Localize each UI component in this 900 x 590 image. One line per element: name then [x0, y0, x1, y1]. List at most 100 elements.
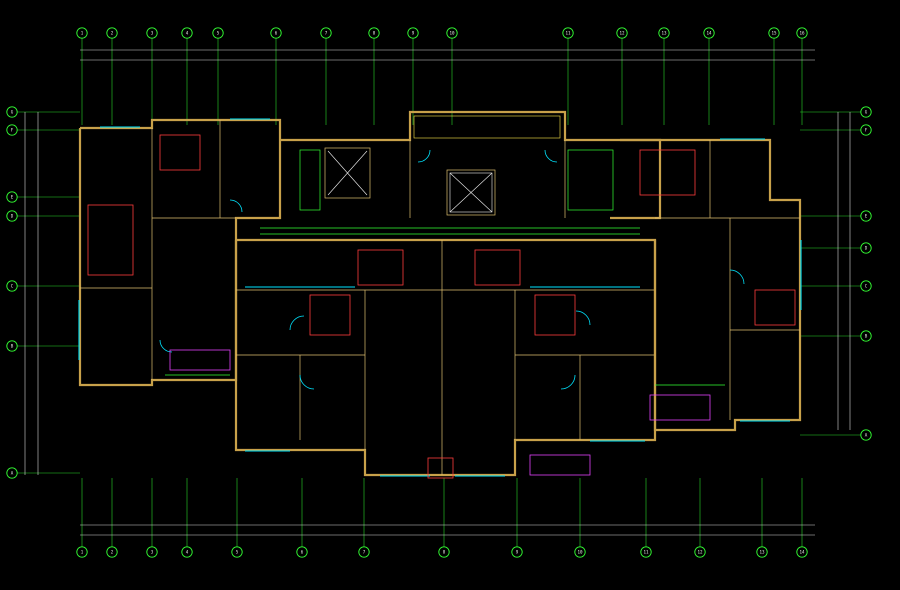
axis-bubble-left: G — [6, 106, 18, 118]
axis-bubble-bottom-label: 4 — [186, 550, 189, 555]
axis-bubble-right: C — [860, 280, 872, 292]
axis-bubble-top: 7 — [320, 27, 332, 39]
axis-bubble-bottom: 8 — [438, 546, 450, 558]
axis-grid-lines — [17, 38, 861, 547]
axis-bubble-right-label: C — [865, 284, 868, 289]
axis-bubble-top-circle — [76, 27, 88, 39]
annotation-frame — [529, 454, 591, 476]
axis-bubble-right: E — [860, 210, 872, 222]
axis-bubble-top-circle — [106, 27, 118, 39]
axis-bubble-left: D — [6, 210, 18, 222]
axis-bubble-bottom: 14 — [796, 546, 808, 558]
door-swings — [159, 149, 745, 390]
door-swing — [159, 339, 173, 353]
axis-bubble-right: F — [860, 124, 872, 136]
axis-bubble-bottom-circle — [438, 546, 450, 558]
axis-bubble-right: A — [860, 429, 872, 441]
axis-bubble-bottom-label: 3 — [151, 550, 154, 555]
axis-bubble-top: 2 — [106, 27, 118, 39]
axis-bubble-top-circle — [320, 27, 332, 39]
axis-bubble-right-circle — [860, 210, 872, 222]
axis-bubble-top-circle — [270, 27, 282, 39]
axis-bubble-top-label: 7 — [325, 31, 328, 36]
axis-bubble-right-circle — [860, 330, 872, 342]
axis-bubble-top-label: 12 — [619, 31, 625, 36]
axis-bubble-top-label: 9 — [412, 31, 415, 36]
axis-bubble-bottom: 13 — [756, 546, 768, 558]
axis-bubble-bottom: 10 — [574, 546, 586, 558]
axis-bubble-top: 5 — [212, 27, 224, 39]
bathroom-fixtures — [87, 204, 134, 276]
axis-bubble-right-circle — [860, 124, 872, 136]
door-swing — [417, 149, 431, 163]
axis-bubble-top-label: 13 — [661, 31, 667, 36]
annotation-lines — [165, 115, 725, 386]
axis-bubble-right-circle — [860, 242, 872, 254]
axis-bubble-bottom-circle — [511, 546, 523, 558]
bathroom-fixtures — [309, 294, 351, 336]
kitchen-fixtures — [357, 249, 404, 286]
axis-bubble-top: 8 — [368, 27, 380, 39]
dimension-chains — [24, 49, 851, 536]
axis-bubble-right-label: D — [865, 246, 868, 251]
windows — [78, 118, 802, 477]
axis-bubble-bottom-circle — [796, 546, 808, 558]
axis-bubble-bottom-circle — [146, 546, 158, 558]
axis-bubble-left-label: D — [11, 214, 14, 219]
axis-bubble-left-label: G — [11, 110, 14, 115]
axis-bubble-right-label: E — [865, 214, 868, 219]
axis-bubble-top-label: 2 — [111, 31, 114, 36]
axis-bubble-bottom: 4 — [181, 546, 193, 558]
elevator-cross — [449, 172, 493, 213]
axis-bubble-right-label: G — [865, 110, 868, 115]
axis-bubble-top-label: 8 — [373, 31, 376, 36]
axis-bubble-top: 16 — [796, 27, 808, 39]
axis-bubble-bottom-circle — [296, 546, 308, 558]
bathroom-fixtures — [159, 134, 201, 171]
axis-bubble-left-circle — [6, 191, 18, 203]
axis-bubble-bottom: 6 — [296, 546, 308, 558]
axis-bubble-top-label: 15 — [771, 31, 777, 36]
axis-bubble-top: 13 — [658, 27, 670, 39]
center-core-outline — [280, 110, 662, 220]
axis-bubble-top-label: 11 — [565, 31, 571, 36]
door-swing — [560, 374, 576, 390]
elevator-shaft-center — [446, 169, 496, 216]
axis-bubble-top: 6 — [270, 27, 282, 39]
axis-bubble-top-circle — [796, 27, 808, 39]
roof-outline — [413, 115, 561, 139]
axis-bubble-top-circle — [616, 27, 628, 39]
axis-bubble-top-label: 3 — [151, 31, 154, 36]
axis-bubble-bottom-circle — [756, 546, 768, 558]
axis-bubble-bottom-label: 10 — [577, 550, 583, 555]
axis-bubble-bottom: 2 — [106, 546, 118, 558]
axis-bubble-left-circle — [6, 106, 18, 118]
axis-bubble-right-label: B — [865, 334, 868, 339]
axis-bubble-bottom-circle — [231, 546, 243, 558]
axis-bubble-bottom-label: 12 — [697, 550, 703, 555]
axis-bubble-bottom: 1 — [76, 546, 88, 558]
left-wing-outline — [78, 118, 282, 387]
axis-bubble-top-label: 14 — [706, 31, 712, 36]
axis-bubble-bottom-circle — [76, 546, 88, 558]
axis-bubble-right-circle — [860, 429, 872, 441]
door-swing — [229, 199, 243, 213]
door-swing — [289, 315, 305, 331]
axis-bubble-top: 4 — [181, 27, 193, 39]
axis-bubble-right-label: F — [865, 128, 868, 133]
axis-bubble-left: B — [6, 340, 18, 352]
bathroom-fixtures — [534, 294, 576, 336]
axis-bubble-bottom-circle — [694, 546, 706, 558]
right-wing-outline — [620, 138, 802, 432]
axis-bubble-bottom-label: 2 — [111, 550, 114, 555]
axis-bubble-bottom-circle — [358, 546, 370, 558]
axis-bubble-top-circle — [368, 27, 380, 39]
axis-bubble-left-circle — [6, 280, 18, 292]
axis-bubble-top: 10 — [446, 27, 458, 39]
axis-bubble-right: G — [860, 106, 872, 118]
axis-bubble-top-circle — [768, 27, 780, 39]
axis-bubble-bottom-label: 11 — [643, 550, 649, 555]
axis-bubble-top-circle — [703, 27, 715, 39]
